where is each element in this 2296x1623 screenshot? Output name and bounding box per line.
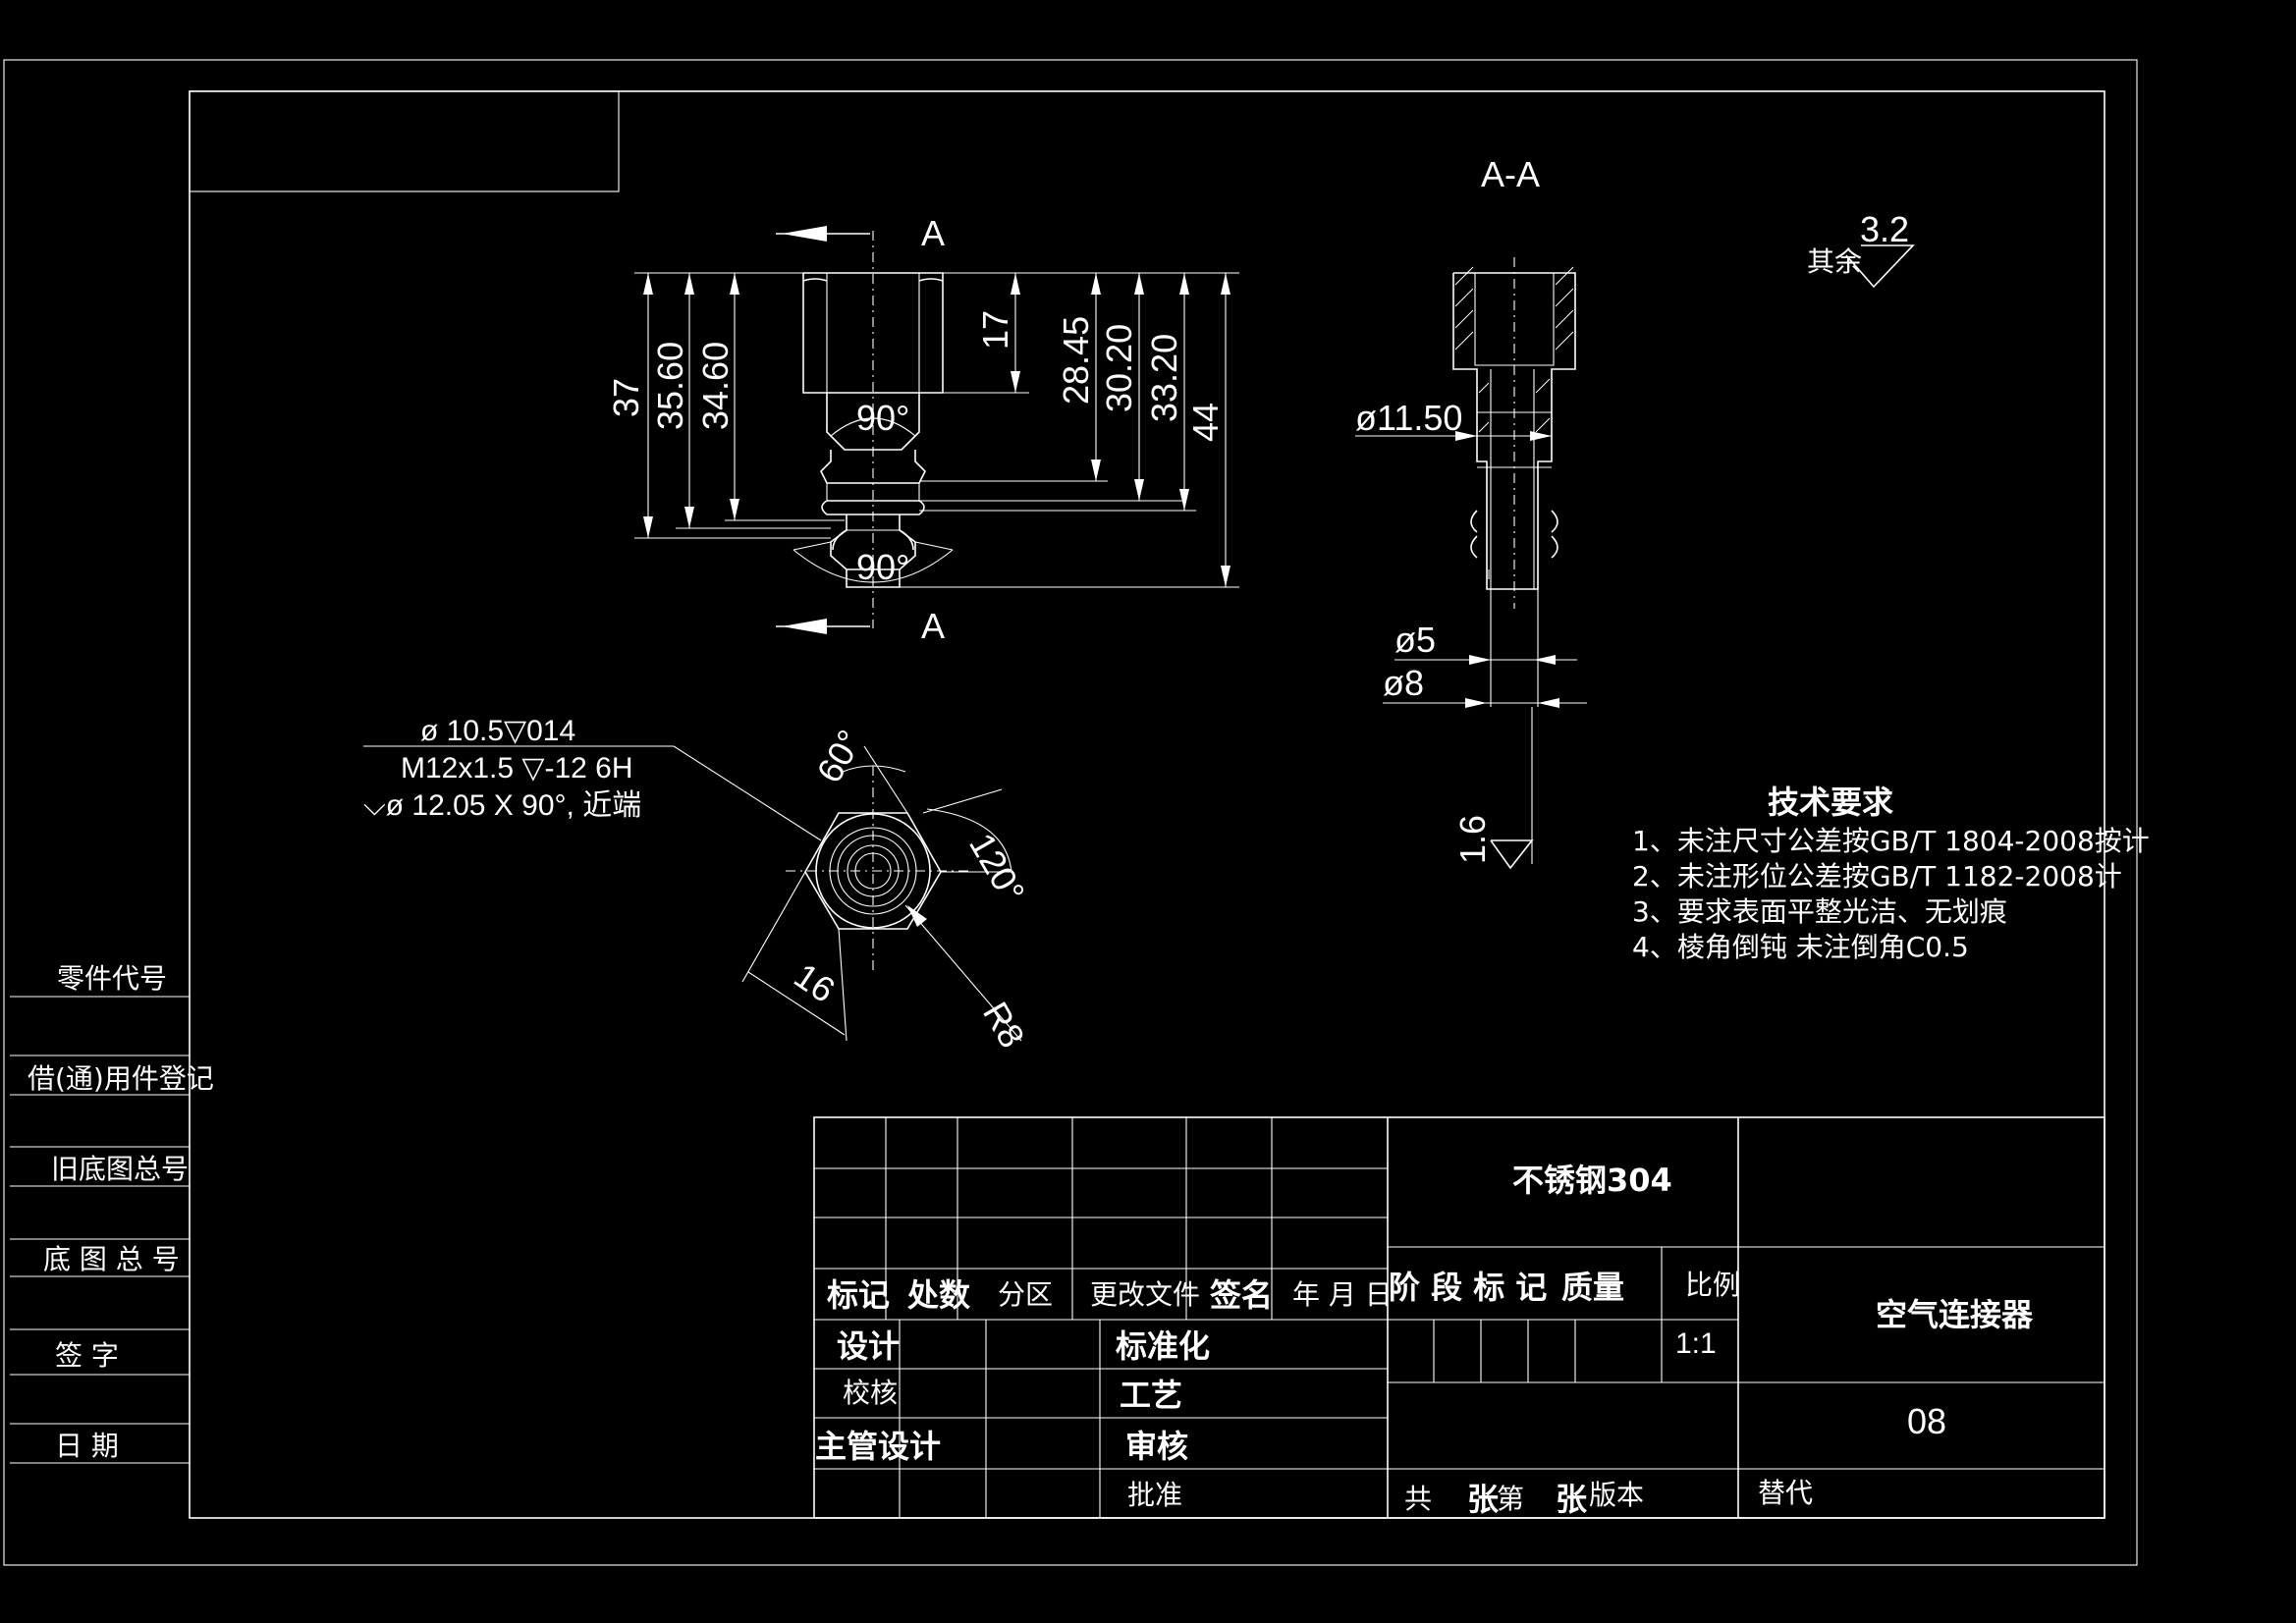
strip-date: 日 期	[55, 1430, 119, 1462]
strip-base-no: 底 图 总 号	[43, 1243, 180, 1275]
dim-33-20: 33.20	[1144, 334, 1184, 422]
front-view: A A 37 35.60 34.60	[606, 213, 1239, 646]
strip-borrowed-register: 借(通)用件登记	[27, 1062, 214, 1095]
header-signature: 签名	[1210, 1276, 1273, 1314]
dim-37: 37	[606, 378, 646, 417]
tech-requirements: 技术要求 1、未注尺寸公差按GB/T 1804-2008按计 2、未注形位公差按…	[1632, 784, 2150, 963]
dim-dia-11-50: ø11.50	[1355, 398, 1462, 438]
angle-bottom: 90°	[856, 547, 909, 587]
drawing-number: 08	[1907, 1401, 1946, 1441]
dim-dia-8: ø8	[1383, 663, 1424, 703]
part-name: 空气连接器	[1876, 1296, 2034, 1333]
replace-label: 替代	[1758, 1477, 1813, 1509]
strip-old-base-no: 旧底图总号	[51, 1153, 189, 1185]
section-title: A-A	[1481, 154, 1540, 194]
scale-value: 1:1	[1675, 1327, 1717, 1360]
sheet-page: 第	[1497, 1483, 1524, 1515]
stage-mass: 质量	[1561, 1269, 1624, 1306]
dim-dia-5: ø5	[1394, 620, 1436, 660]
material: 不锈钢304	[1512, 1162, 1672, 1199]
role-standard: 标准化	[1116, 1327, 1210, 1365]
tech-title: 技术要求	[1768, 784, 1893, 821]
hole-callout-line2: M12x1.5 ▽-12 6H	[401, 752, 633, 784]
bottom-view: 60° 120° 16 R8	[741, 723, 1033, 1055]
hole-callout-line1: ø 10.5▽014	[420, 715, 575, 747]
role-supervisor: 主管设计	[815, 1428, 941, 1465]
role-check: 校核	[843, 1377, 898, 1409]
stage-scale: 比例	[1685, 1269, 1740, 1301]
outer-frame	[3, 59, 2138, 1566]
tech-item-3: 3、要求表面平整光洁、无划痕	[1632, 895, 2007, 928]
hole-callout: ø 10.5▽014 M12x1.5 ▽-12 6H ⌵ø 12.05 X 90…	[363, 715, 822, 841]
strip-part-code: 零件代号	[57, 962, 167, 995]
tech-item-2: 2、未注形位公差按GB/T 1182-2008计	[1632, 860, 2122, 893]
dim-44: 44	[1185, 403, 1226, 442]
header-mark: 标记	[827, 1276, 890, 1314]
strip-signature: 签 字	[55, 1339, 119, 1372]
role-approve: 批准	[1127, 1479, 1182, 1511]
stage-mark: 阶 段 标 记	[1389, 1269, 1547, 1306]
roughness-symbol: 其余 3.2	[1807, 209, 1915, 289]
role-review: 审核	[1125, 1428, 1188, 1465]
hole-callout-line3: ⌵ø 12.05 X 90°, 近端	[363, 789, 641, 822]
dim-35-60: 35.60	[650, 342, 690, 430]
roughness-value: 3.2	[1860, 209, 1909, 249]
role-design: 设计	[837, 1327, 900, 1365]
sheet-unit-1: 张	[1467, 1481, 1499, 1518]
dim-28-45: 28.45	[1056, 316, 1096, 405]
sheet-version: 版本	[1589, 1479, 1644, 1511]
dim-17: 17	[975, 310, 1015, 350]
dim-34-60: 34.60	[695, 342, 736, 430]
angle-120: 120°	[961, 827, 1033, 910]
header-change-doc: 更改文件	[1090, 1278, 1200, 1311]
roughness-rest-label: 其余	[1807, 245, 1862, 278]
section-cut-label-top: A	[921, 213, 945, 253]
sheet-unit-2: 张	[1556, 1481, 1587, 1518]
tech-item-1: 1、未注尺寸公差按GB/T 1804-2008按计	[1632, 825, 2150, 857]
dim-30-20: 30.20	[1099, 324, 1139, 412]
angle-top: 90°	[856, 398, 909, 438]
radius-r8: R8	[975, 996, 1033, 1055]
top-left-box	[189, 90, 620, 192]
sheet-total: 共	[1404, 1483, 1432, 1515]
section-cut-label-bottom: A	[921, 606, 945, 646]
header-date: 年 月 日	[1292, 1278, 1393, 1311]
header-count: 处数	[906, 1276, 971, 1314]
section-view: A-A ø11.50 ø5	[1355, 154, 1587, 870]
angle-60: 60°	[808, 723, 870, 789]
left-strip: 零件代号 借(通)用件登记 旧底图总号 底 图 总 号 签 字 日 期	[10, 962, 214, 1464]
title-block: 不锈钢304 空气连接器 08 1:1 标记 处数 分区 更改文件 签名 年 月…	[813, 1116, 2105, 1519]
role-process: 工艺	[1120, 1377, 1182, 1414]
roughness-1-6: 1.6	[1452, 815, 1493, 864]
tech-item-4: 4、棱角倒钝 未注倒角C0.5	[1632, 931, 1969, 963]
header-zone: 分区	[998, 1278, 1053, 1311]
dim-16: 16	[788, 955, 843, 1010]
